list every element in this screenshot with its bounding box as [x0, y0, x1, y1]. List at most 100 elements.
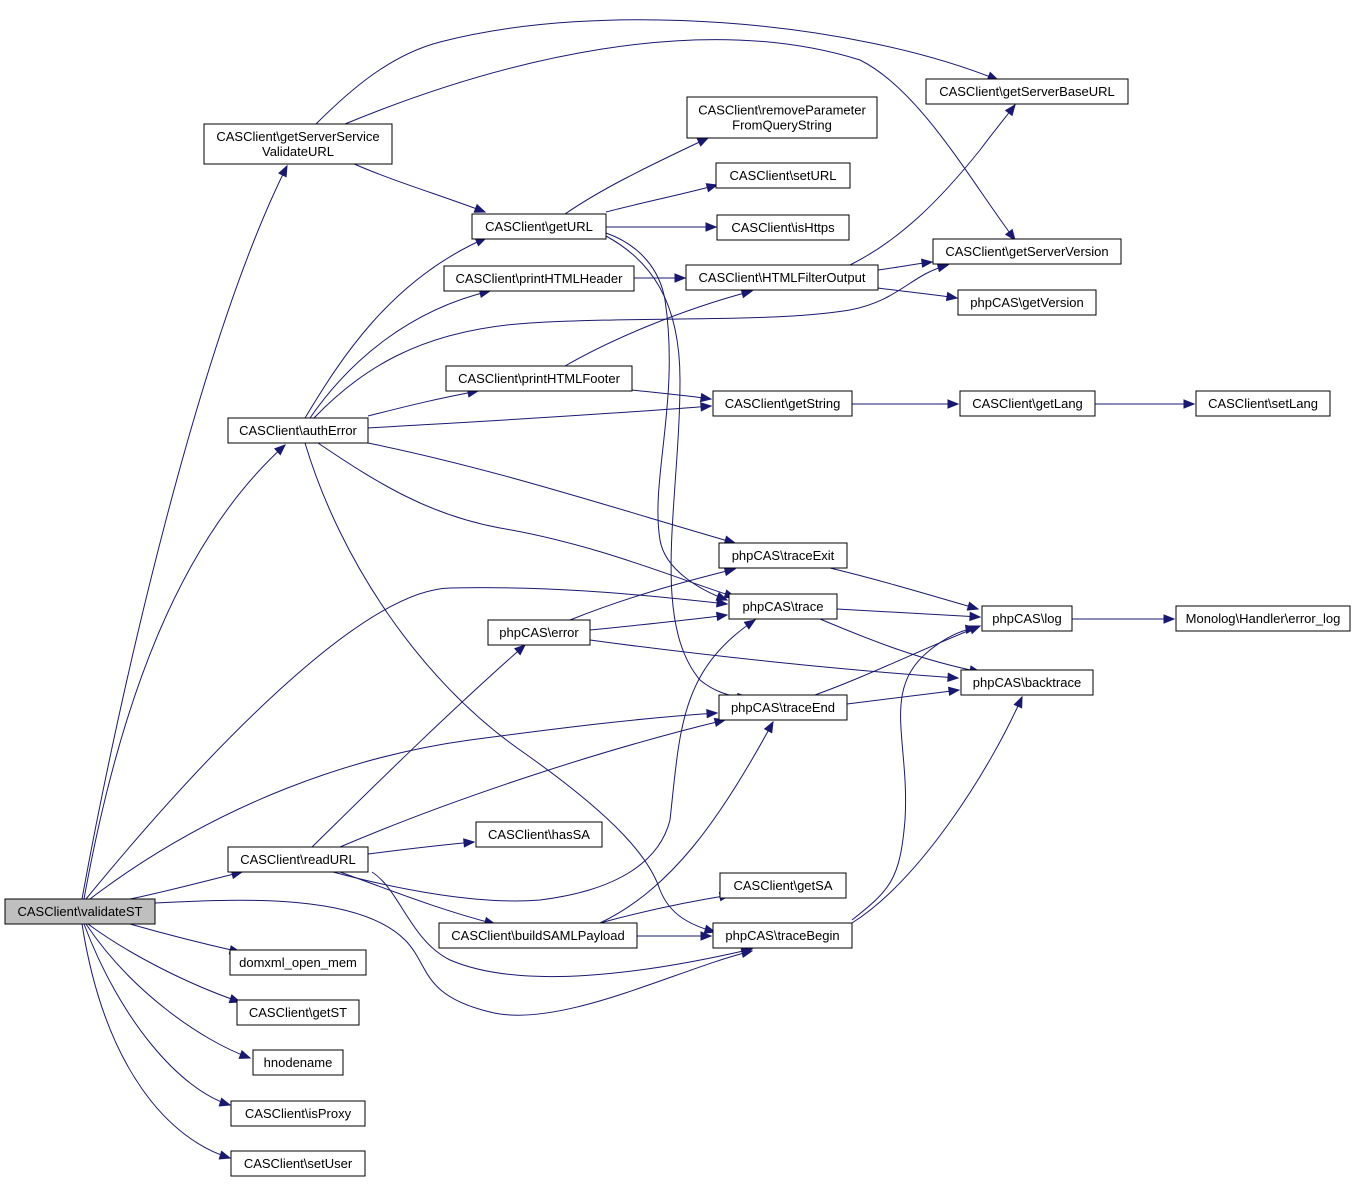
edge-line: [814, 625, 981, 696]
node-readURL[interactable]: CASClient\readURL: [227, 846, 369, 873]
arrowhead: [716, 598, 729, 608]
edge-authError-to-printHTMLFooter: [367, 388, 480, 417]
arrowhead: [1183, 399, 1196, 409]
edge-traceExit-to-log: [829, 567, 980, 611]
arrowhead: [238, 1049, 252, 1059]
node-label: CASClient\buildSAMLPayload: [451, 928, 624, 943]
edge-line: [569, 568, 736, 621]
node-traceExit[interactable]: phpCAS\traceExit: [718, 542, 848, 569]
edge-traceEnd-to-log: [814, 625, 982, 696]
node-HTMLFilterOutput[interactable]: CASClient\HTMLFilterOutput: [685, 264, 879, 291]
node-domxml[interactable]: domxml_open_mem: [229, 949, 367, 976]
node-box: [487, 619, 591, 646]
arrowhead: [463, 838, 476, 848]
node-buildSAMLPayload[interactable]: CASClient\buildSAMLPayload: [438, 922, 638, 949]
edge-line: [85, 923, 251, 1059]
node-box: [959, 390, 1096, 417]
arrowhead: [936, 263, 950, 273]
node-hasSA[interactable]: CASClient\hasSA: [475, 821, 603, 848]
node-box: [925, 78, 1129, 105]
edge-buildSAMLPayload-to-traceBegin: [637, 931, 713, 941]
edge-line: [89, 712, 718, 900]
node-getLang[interactable]: CASClient\getLang: [959, 390, 1096, 417]
edge-line: [154, 899, 753, 1016]
node-isProxy[interactable]: CASClient\isProxy: [230, 1100, 366, 1127]
node-label: phpCAS\traceExit: [732, 548, 835, 563]
node-trace[interactable]: phpCAS\trace: [728, 593, 838, 620]
node-label: CASClient\setURL: [730, 168, 837, 183]
node-getVersion[interactable]: phpCAS\getVersion: [957, 289, 1097, 316]
node-label: phpCAS\traceBegin: [725, 928, 839, 943]
node-label: CASClient\setLang: [1208, 396, 1318, 411]
node-validateST[interactable]: CASClient\validateST: [4, 898, 156, 925]
node-setUser[interactable]: CASClient\setUser: [230, 1150, 366, 1177]
arrowhead: [947, 672, 960, 683]
edge-line: [317, 442, 736, 598]
node-box: [475, 821, 603, 848]
edge-validateST-to-traceEnd: [89, 708, 719, 900]
node-getString[interactable]: CASClient\getString: [712, 390, 853, 417]
node-hnodename[interactable]: hnodename: [252, 1049, 344, 1076]
edge-line: [564, 137, 709, 215]
node-getServerBaseURL[interactable]: CASClient\getServerBaseURL: [925, 78, 1129, 105]
edge-validateST-to-hnodename: [85, 923, 252, 1059]
edge-line: [599, 721, 774, 924]
node-box: [227, 846, 369, 873]
arrowhead: [743, 619, 757, 630]
node-getSA[interactable]: CASClient\getSA: [719, 872, 847, 899]
node-printHTMLFooter[interactable]: CASClient\printHTMLFooter: [445, 365, 633, 392]
node-box: [715, 162, 851, 189]
node-printHTMLHeader[interactable]: CASClient\printHTMLHeader: [443, 265, 635, 292]
edge-line: [81, 165, 288, 900]
node-box: [728, 593, 838, 620]
edge-printHTMLFooter-to-HTMLFilterOutput: [564, 289, 754, 367]
edge-line: [819, 618, 981, 673]
node-label: CASClient\readURL: [240, 852, 356, 867]
node-error[interactable]: phpCAS\error: [487, 619, 591, 646]
node-label: CASClient\getLang: [972, 396, 1083, 411]
node-isHttps[interactable]: CASClient\isHttps: [716, 214, 850, 241]
node-box: [1195, 390, 1331, 417]
node-getURL[interactable]: CASClient\getURL: [471, 213, 607, 240]
edge-traceBegin-to-backtrace: [851, 695, 1023, 924]
edge-line: [344, 39, 1016, 241]
edge-line: [81, 923, 231, 1159]
arrowhead: [921, 258, 934, 268]
arrowhead: [706, 708, 719, 719]
node-label: CASClient\getST: [249, 1005, 347, 1020]
node-setLang[interactable]: CASClient\setLang: [1195, 390, 1331, 417]
arrowhead: [705, 183, 719, 193]
edge-line: [351, 162, 486, 213]
node-errorLog[interactable]: Monolog\Handler\error_log: [1175, 605, 1351, 632]
node-getServerVersion[interactable]: CASClient\getServerVersion: [932, 238, 1122, 265]
edge-line: [339, 871, 496, 925]
node-traceEnd[interactable]: phpCAS\traceEnd: [718, 694, 848, 721]
edge-getURL-to-removeParameter: [564, 137, 710, 215]
arrowhead: [969, 611, 982, 622]
edge-error-to-traceExit: [569, 566, 737, 621]
arrowhead: [966, 601, 980, 611]
arrowhead: [705, 222, 718, 232]
edge-line: [605, 184, 718, 213]
edge-line: [367, 841, 475, 855]
node-traceBegin[interactable]: phpCAS\traceBegin: [712, 922, 853, 949]
edge-getURL-to-setURL: [605, 183, 719, 213]
edge-line: [311, 644, 526, 848]
node-getST[interactable]: CASClient\getST: [236, 999, 360, 1026]
arrowhead: [699, 392, 713, 403]
nodes: CASClient\validateST CASClient\getServerS…: [4, 78, 1351, 1177]
node-authError[interactable]: CASClient\authError: [227, 417, 369, 444]
node-log[interactable]: phpCAS\log: [981, 605, 1073, 632]
node-setURL[interactable]: CASClient\setURL: [715, 162, 851, 189]
edge-line: [605, 235, 749, 698]
edge-line: [367, 390, 479, 417]
node-backtrace[interactable]: phpCAS\backtrace: [960, 669, 1094, 696]
node-box: [686, 96, 878, 139]
node-label: CASClient\HTMLFilterOutput: [699, 270, 866, 285]
node-label: CASClient\isProxy: [245, 1106, 352, 1121]
edge-line: [332, 619, 756, 902]
node-label: ValidateURL: [262, 144, 334, 159]
